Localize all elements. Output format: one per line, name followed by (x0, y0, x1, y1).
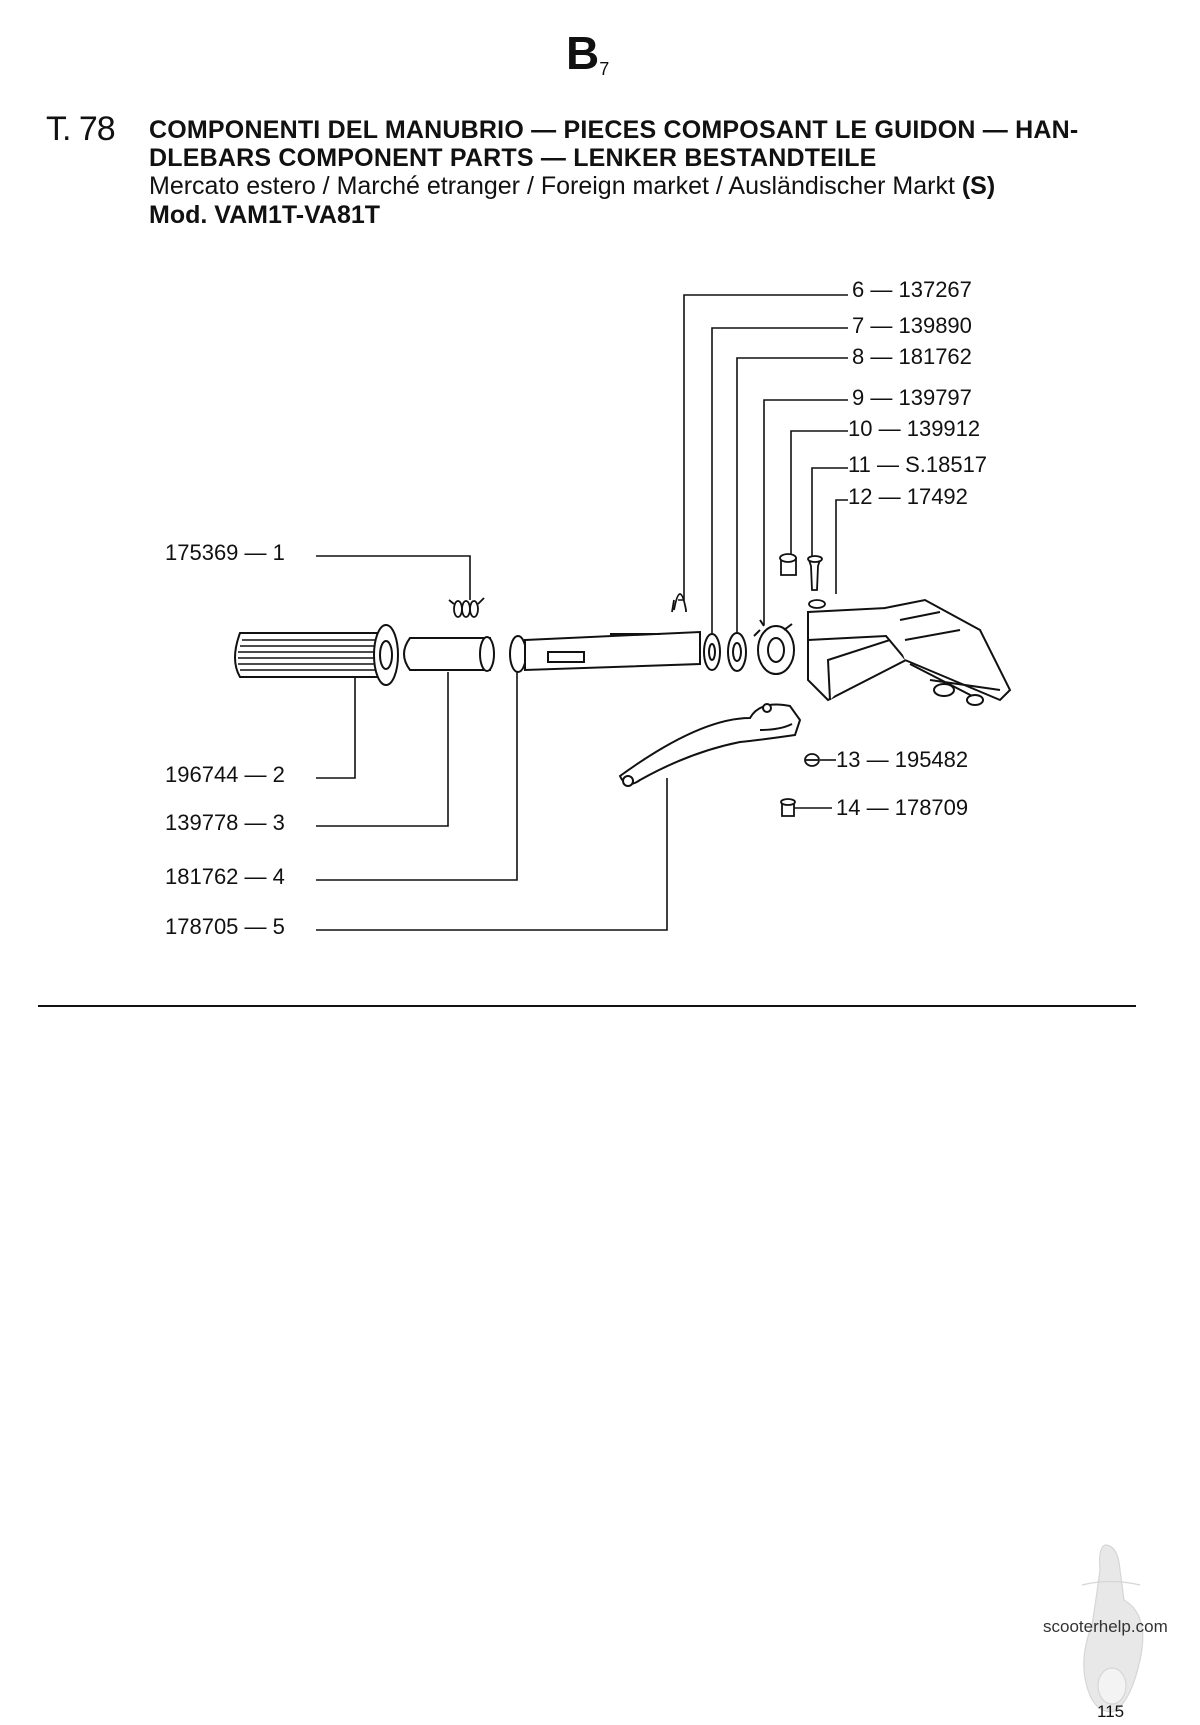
callout-6-part-no: 137267 (898, 277, 972, 302)
callout-14-part-no: 178709 (894, 795, 969, 820)
callout-4-ref: 4 (272, 864, 285, 889)
callout-12-ref: 12 (848, 484, 873, 509)
market-code: (S) (961, 172, 996, 200)
leader-6 (678, 294, 848, 601)
leader-7 (711, 327, 848, 640)
callout-9-ref: 9 (852, 385, 865, 410)
lever-part (618, 703, 802, 787)
callout-2-part-no: 196744 (165, 762, 239, 787)
leader-10 (790, 430, 848, 555)
callout-5-ref: 5 (272, 914, 285, 939)
callout-6: 6 — 137267 (852, 277, 972, 302)
split-pin-part (671, 593, 687, 613)
callout-2-ref: 2 (272, 762, 285, 787)
leader-2 (316, 672, 356, 779)
callout-3-ref: 3 (272, 810, 285, 835)
callout-7-ref: 7 (852, 313, 865, 338)
callout-7-part-no: 139890 (898, 313, 972, 338)
callout-5-part-no: 178705 (165, 914, 239, 939)
callout-10-ref: 10 (848, 416, 873, 441)
section-subscript: 7 (599, 59, 610, 79)
parts-13-14-icons (780, 753, 820, 817)
callout-1-ref: 1 (272, 540, 285, 565)
table-number: T. 78 (46, 110, 116, 148)
callout-3-part-no: 139778 (165, 810, 239, 835)
pulley-part (753, 619, 795, 675)
page-title: COMPONENTI DEL MANUBRIO — PIECES COMPOSA… (149, 116, 1079, 172)
callout-9-part-no: 139797 (898, 385, 972, 410)
market-subtitle: Mercato estero / Marché etranger / Forei… (149, 172, 995, 200)
callout-12: 12 — 17492 (848, 484, 968, 509)
callout-10: 10 — 139912 (848, 416, 981, 441)
section-divider (38, 1005, 1136, 1007)
leader-1 (316, 555, 471, 600)
callout-11-part-no: S.18517 (905, 452, 988, 477)
market-text: Mercato estero / Marché etranger / Forei… (149, 172, 955, 200)
callout-5: 178705 — 5 (165, 914, 285, 939)
callout-14-ref: 14 (836, 795, 861, 820)
leader-5 (316, 778, 668, 931)
throttle-tube-part (403, 630, 701, 673)
callout-10-part-no: 139912 (906, 416, 981, 441)
callout-2: 196744 — 2 (165, 762, 285, 787)
callout-9: 9 — 139797 (852, 385, 972, 410)
leader-9 (763, 399, 848, 625)
grip-part (234, 624, 399, 686)
callout-11-ref: 11 (848, 452, 871, 477)
callout-8: 8 — 181762 (852, 344, 972, 369)
model-label: Mod. VAM1T-VA81T (149, 201, 381, 229)
callout-8-part-no: 181762 (898, 344, 972, 369)
callout-14: 14 — 178709 (836, 795, 969, 820)
section-heading: B7 (566, 30, 609, 78)
callout-13-ref: 13 (836, 747, 861, 772)
callout-4: 181762 — 4 (165, 864, 285, 889)
callout-13-part-no: 195482 (894, 747, 969, 772)
callout-13: 13 — 195482 (836, 747, 969, 772)
website-watermark: scooterhelp.com (1043, 1617, 1168, 1636)
callout-6-ref: 6 (852, 277, 865, 302)
section-letter: B (566, 27, 600, 79)
lever-housing-part (807, 598, 1012, 706)
leader-4 (316, 670, 518, 881)
spring-part (448, 597, 485, 618)
page-number: 115 (1097, 1702, 1125, 1721)
callout-8-ref: 8 (852, 344, 865, 369)
callout-1: 175369 — 1 (165, 540, 285, 565)
leader-8 (736, 357, 848, 640)
small-fasteners-part (779, 553, 826, 609)
leader-3 (316, 672, 449, 827)
leader-11 (811, 467, 848, 560)
washers-part (703, 632, 747, 672)
callout-3: 139778 — 3 (165, 810, 285, 835)
callout-4-part-no: 181762 (165, 864, 239, 889)
callout-11: 11 — S.18517 (848, 452, 988, 477)
leader-12 (835, 499, 848, 594)
callout-1-part-no: 175369 (165, 540, 239, 565)
callout-7: 7 — 139890 (852, 313, 972, 338)
callout-12-part-no: 17492 (906, 484, 968, 509)
